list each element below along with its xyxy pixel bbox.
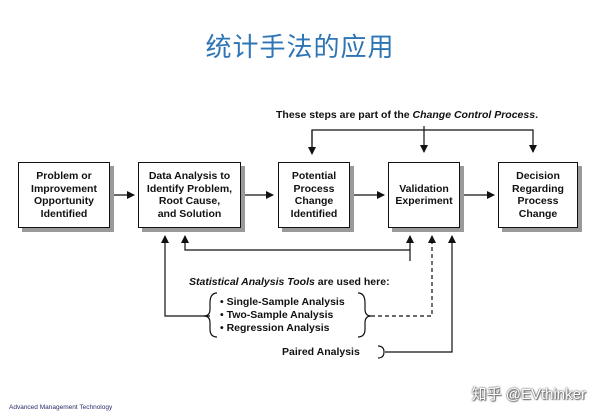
- paired-analysis-label: Paired Analysis: [282, 346, 360, 358]
- paired-to-validation-line: [385, 235, 456, 353]
- step-data-analysis: Data Analysis to Identify Problem, Root …: [138, 162, 241, 228]
- step-problem-identified: Problem or Improvement Opportunity Ident…: [18, 162, 110, 228]
- note-emphasis: Change Control Process: [412, 109, 536, 121]
- bracket-to-data-analysis-line: [161, 235, 210, 317]
- note-suffix: .: [535, 109, 538, 121]
- paired-brace: [377, 345, 385, 359]
- tool-single-sample: • Single-Sample Analysis: [220, 296, 345, 308]
- tools-left-brace: [203, 292, 218, 338]
- slide-title: 统计手法的应用: [205, 33, 395, 63]
- change-control-bracket: [311, 129, 537, 153]
- watermark: 知乎 @EVthinker: [471, 386, 586, 403]
- footer-company: Advanced Management Technology: [9, 404, 113, 411]
- note-prefix: These steps are part of the: [276, 109, 413, 121]
- step-validation-experiment: Validation Experiment: [388, 162, 460, 228]
- tool-two-sample: • Two-Sample Analysis: [220, 309, 334, 321]
- tools-note-emphasis: Statistical Analysis Tools: [189, 276, 315, 288]
- tools-note: Statistical Analysis Tools are used here…: [189, 276, 390, 288]
- tools-right-brace: [357, 292, 372, 338]
- tools-to-data-analysis-arrow: [181, 235, 411, 261]
- tools-note-suffix: are used here:: [314, 276, 390, 288]
- dashed-validation-line: [371, 235, 436, 317]
- tool-regression: • Regression Analysis: [220, 322, 330, 334]
- change-control-note: These steps are part of the Change Contr…: [276, 109, 538, 121]
- step-potential-change: Potential Process Change Identified: [278, 162, 350, 228]
- step-decision: Decision Regarding Process Change: [498, 162, 578, 228]
